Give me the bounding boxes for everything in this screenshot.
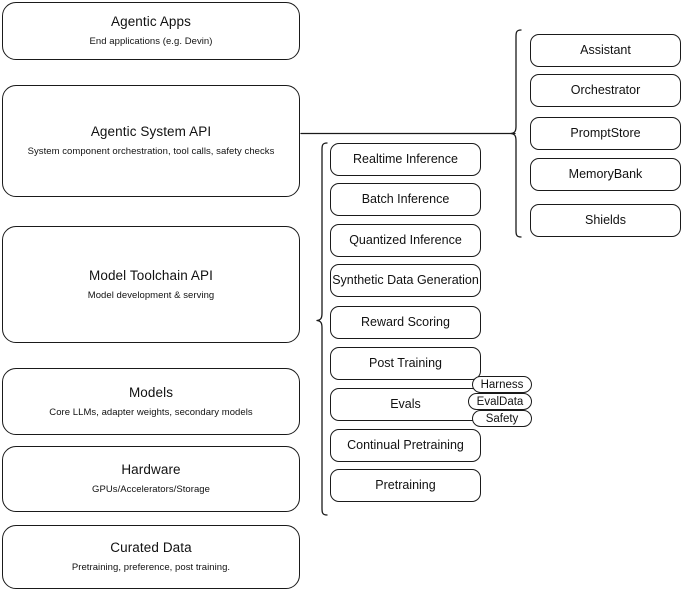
toolchain-item-quantized-inference[interactable]: Quantized Inference <box>330 224 481 257</box>
system-item-promptstore[interactable]: PromptStore <box>530 117 681 150</box>
toolchain-item-reward-scoring[interactable]: Reward Scoring <box>330 306 481 339</box>
system-item-orchestrator[interactable]: Orchestrator <box>530 74 681 107</box>
layer-subtitle: End applications (e.g. Devin) <box>89 36 213 47</box>
item-label: Evals <box>390 396 421 411</box>
toolchain-item-pretraining[interactable]: Pretraining <box>330 469 481 502</box>
layer-hardware[interactable]: Hardware GPUs/Accelerators/Storage <box>2 446 300 512</box>
pill-label: Harness <box>480 378 524 391</box>
item-label: Batch Inference <box>361 191 450 206</box>
pill-label: Safety <box>485 412 519 425</box>
item-label: Continual Pretraining <box>347 437 464 452</box>
toolchain-item-continual-pretraining[interactable]: Continual Pretraining <box>330 429 481 462</box>
system-item-memorybank[interactable]: MemoryBank <box>530 158 681 191</box>
item-label: PromptStore <box>570 125 641 140</box>
toolchain-item-synthetic-data-generation[interactable]: Synthetic Data Generation <box>330 264 481 297</box>
system-item-assistant[interactable]: Assistant <box>530 34 681 67</box>
layer-subtitle: System component orchestration, tool cal… <box>27 146 275 157</box>
pill-label: EvalData <box>476 395 524 408</box>
item-label: Reward Scoring <box>361 314 450 329</box>
layer-subtitle: Model development & serving <box>87 289 215 301</box>
system-item-shields[interactable]: Shields <box>530 204 681 237</box>
toolchain-item-realtime-inference[interactable]: Realtime Inference <box>330 143 481 176</box>
layer-title: Model Toolchain API <box>89 267 213 283</box>
eval-pill-evaldata[interactable]: EvalData <box>468 393 532 410</box>
layer-model-toolchain-api[interactable]: Model Toolchain API Model development & … <box>2 226 300 343</box>
layer-subtitle: Core LLMs, adapter weights, secondary mo… <box>49 406 253 418</box>
layer-title: Agentic Apps <box>110 14 191 30</box>
eval-pill-safety[interactable]: Safety <box>472 410 532 427</box>
toolchain-item-batch-inference[interactable]: Batch Inference <box>330 183 481 216</box>
layer-curated-data[interactable]: Curated Data Pretraining, preference, po… <box>2 525 300 589</box>
layer-subtitle: GPUs/Accelerators/Storage <box>92 484 210 495</box>
item-label: Post Training <box>369 355 442 370</box>
layer-agentic-system-api[interactable]: Agentic System API System component orch… <box>2 85 300 197</box>
item-label: MemoryBank <box>568 166 643 181</box>
layer-subtitle: Pretraining, preference, post training. <box>71 562 231 573</box>
item-label: Quantized Inference <box>349 232 462 247</box>
layer-title: Models <box>128 384 174 400</box>
brace-toolchain-components <box>316 142 328 516</box>
item-label: Orchestrator <box>570 82 641 97</box>
toolchain-item-post-training[interactable]: Post Training <box>330 347 481 380</box>
item-label: Assistant <box>580 42 631 57</box>
layer-models[interactable]: Models Core LLMs, adapter weights, secon… <box>2 368 300 435</box>
layer-agentic-apps[interactable]: Agentic Apps End applications (e.g. Devi… <box>2 2 300 60</box>
item-label: Realtime Inference <box>353 151 458 166</box>
layer-title: Curated Data <box>110 540 192 556</box>
layer-title: Hardware <box>121 462 181 478</box>
brace-system-components <box>510 29 522 238</box>
item-label: Pretraining <box>375 477 436 492</box>
item-label: Synthetic Data Generation <box>332 272 479 287</box>
eval-pill-harness[interactable]: Harness <box>472 376 532 393</box>
layer-title: Agentic System API <box>90 124 212 140</box>
item-label: Shields <box>585 212 626 227</box>
toolchain-item-evals[interactable]: Evals <box>330 388 481 421</box>
